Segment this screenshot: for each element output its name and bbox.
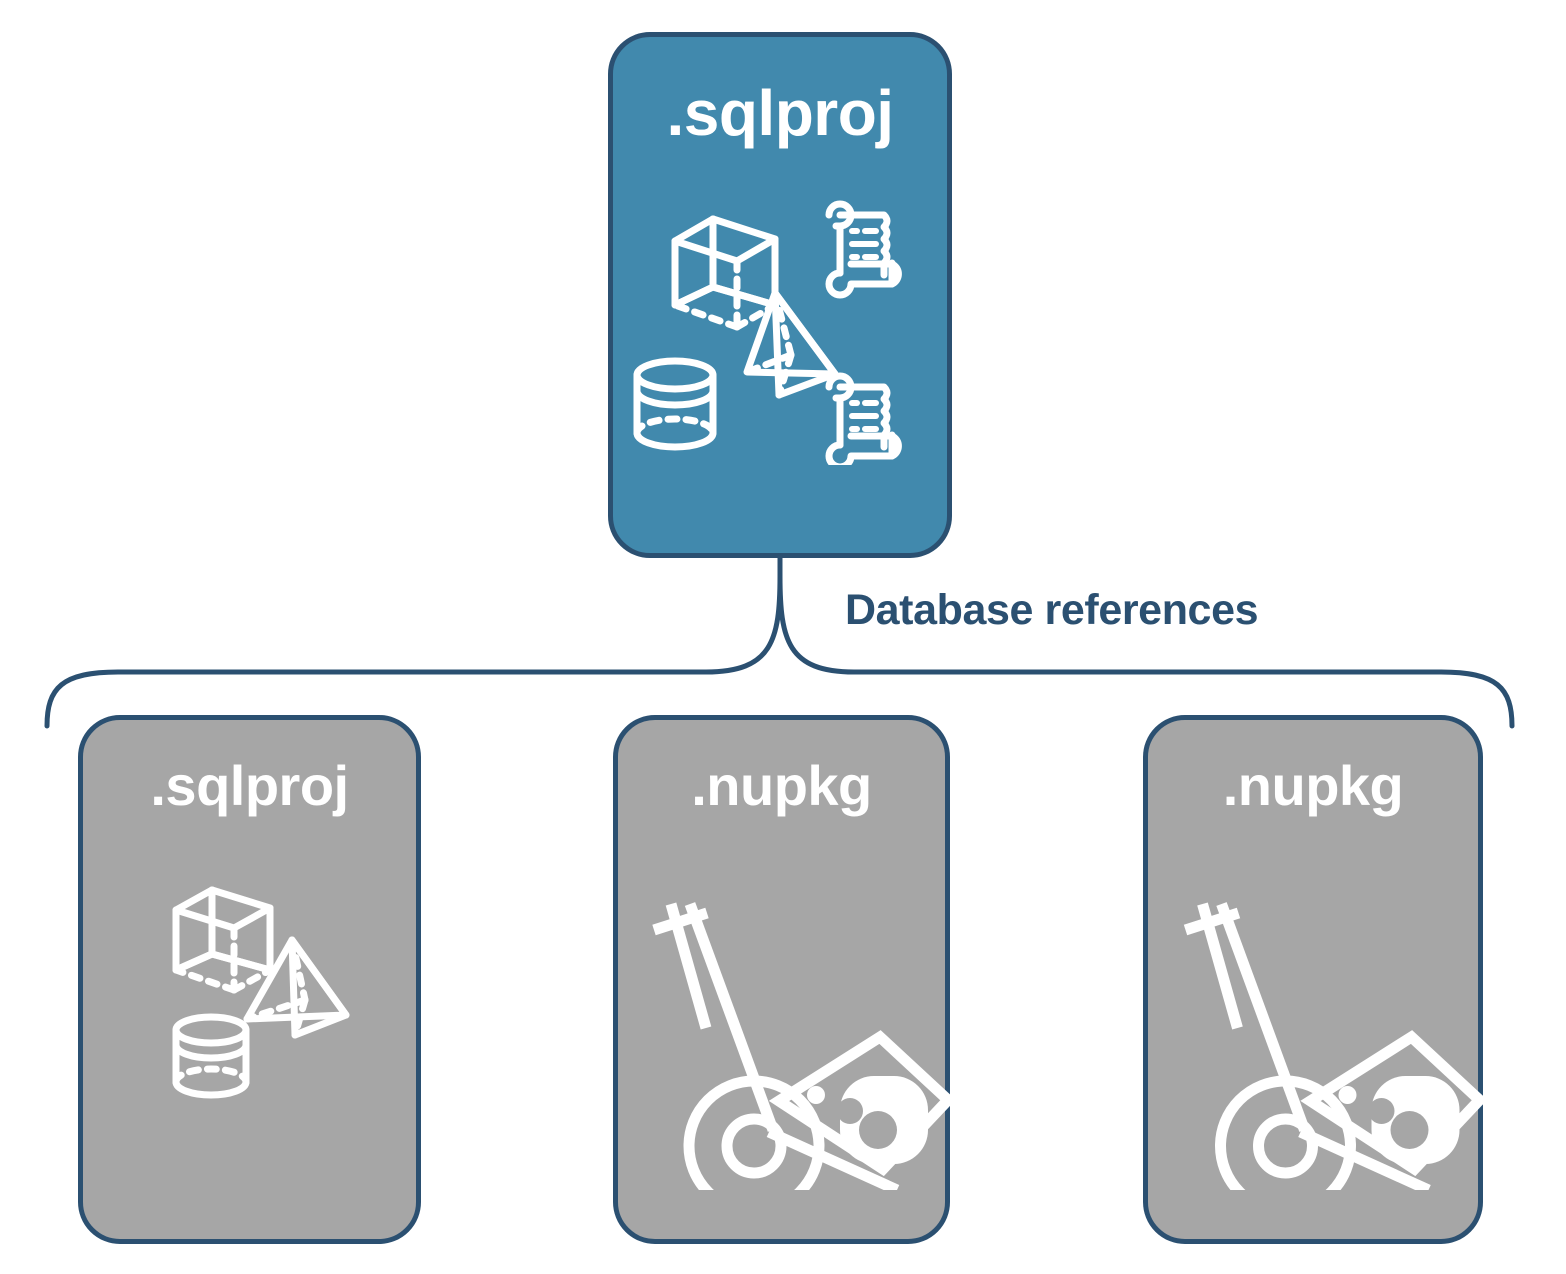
scroll-icon <box>825 372 902 471</box>
pyramid-icon <box>243 936 350 1039</box>
hand-truck-package-icon <box>1183 902 1488 1217</box>
ref-sqlproj-icon-group <box>83 860 416 1120</box>
ref-nupkg-2-icon-group <box>1148 860 1488 1217</box>
hand-truck-package-icon <box>652 902 956 1217</box>
cube-icon <box>172 886 274 994</box>
node-title-ref-sqlproj: .sqlproj <box>150 754 349 817</box>
node-root-sqlproj[interactable]: .sqlproj <box>608 32 952 558</box>
ref-nupkg-1-icon-group <box>618 860 956 1217</box>
node-title-root: .sqlproj <box>666 77 894 149</box>
scroll-icon <box>825 200 902 299</box>
node-ref-sqlproj[interactable]: .sqlproj <box>78 715 421 1244</box>
cylinder-icon <box>633 357 717 451</box>
brace-label: Database references <box>845 586 1259 634</box>
cube-icon <box>671 215 779 331</box>
root-icon-group <box>613 195 947 471</box>
pyramid-icon <box>743 289 839 399</box>
node-title-ref-nupkg-2: .nupkg <box>1222 754 1404 817</box>
node-title-ref-nupkg-1: .nupkg <box>691 754 872 817</box>
node-ref-nupkg-1[interactable]: .nupkg <box>613 715 956 1244</box>
cylinder-icon <box>172 1013 250 1099</box>
node-ref-nupkg-2[interactable]: .nupkg <box>1143 715 1488 1244</box>
